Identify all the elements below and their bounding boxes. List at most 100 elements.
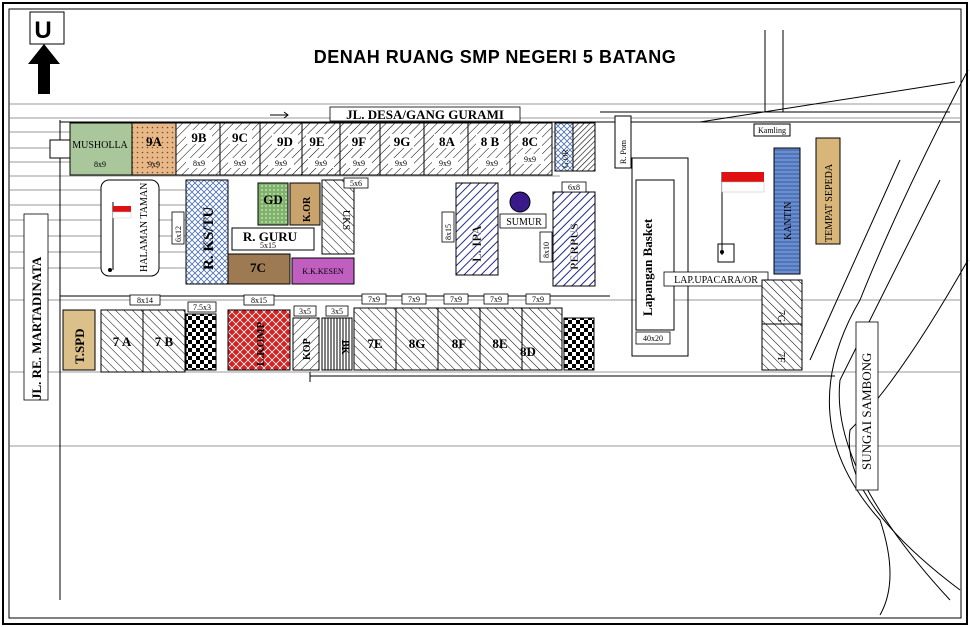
svg-text:TEMPAT SEPEDA: TEMPAT SEPEDA (824, 163, 835, 242)
north-arrow: U (28, 11, 65, 94)
north-arrow-icon (28, 44, 60, 94)
room-lab-komp (227, 309, 291, 371)
svg-text:7F: 7F (775, 352, 786, 363)
room-pom (614, 115, 632, 169)
svg-text:6x8: 6x8 (568, 183, 580, 192)
room-kantin (773, 147, 801, 275)
svg-text:L.KOMP: L.KOMP (255, 321, 267, 366)
svg-text:7 B: 7 B (155, 334, 174, 349)
svg-text:3x5: 3x5 (331, 307, 343, 316)
svg-text:8x10: 8x10 (542, 242, 551, 258)
svg-text:9B: 9B (191, 130, 207, 145)
svg-text:T.SPD: T.SPD (72, 328, 87, 364)
river (809, 69, 969, 616)
svg-text:8 B: 8 B (481, 134, 500, 149)
svg-text:UKS: UKS (340, 210, 351, 230)
svg-text:R. GURU: R. GURU (243, 229, 298, 244)
svg-text:6x12: 6x12 (174, 226, 183, 242)
room-7f (761, 323, 803, 371)
road-left-label: JL. RE. MARTADINATA (29, 256, 44, 400)
svg-text:G.OR: G.OR (561, 148, 570, 168)
svg-text:3x5: 3x5 (299, 307, 311, 316)
svg-text:7x9: 7x9 (490, 295, 502, 304)
room-tspd (62, 309, 96, 371)
road-top-label: JL. DESA/GANG GURAMI (346, 107, 504, 122)
room-7e (353, 307, 397, 371)
svg-text:7 A: 7 A (113, 334, 132, 349)
bike-parking (815, 137, 841, 245)
room-8g (395, 307, 439, 371)
svg-text:5x6: 5x6 (350, 179, 362, 188)
svg-text:9x9: 9x9 (315, 159, 327, 168)
svg-text:9F: 9F (352, 134, 367, 149)
svg-text:MUSHOLLA: MUSHOLLA (72, 140, 128, 151)
wc (185, 313, 217, 371)
svg-text:7x9: 7x9 (368, 295, 380, 304)
svg-text:7x9: 7x9 (408, 295, 420, 304)
room-8f (437, 307, 481, 371)
svg-text:Kamling: Kamling (758, 126, 786, 135)
svg-text:9D: 9D (277, 134, 293, 149)
svg-text:KANTIN: KANTIN (783, 202, 794, 240)
svg-text:8A: 8A (439, 134, 456, 149)
svg-text:9x9: 9x9 (524, 155, 536, 164)
svg-text:9x9: 9x9 (353, 159, 365, 168)
svg-text:9x9: 9x9 (439, 159, 451, 168)
direction-arrow-icon (270, 111, 289, 119)
room-8d (521, 307, 563, 371)
well-icon (509, 191, 531, 213)
upacara-label: LAP.UPACARA/OR (674, 275, 758, 286)
svg-text:9x9: 9x9 (275, 159, 287, 168)
svg-text:8x15: 8x15 (444, 224, 453, 240)
svg-text:9x9: 9x9 (486, 159, 498, 168)
compass-letter: U (34, 17, 51, 44)
svg-text:8x9: 8x9 (94, 160, 106, 169)
top-row: MUSHOLLA 8x9 9A 9x9 9B 8x9 9C 9x9 9D 9x9… (49, 122, 596, 176)
wc-2 (563, 317, 595, 371)
svg-text:K.K.KESEN: K.K.KESEN (302, 267, 344, 276)
svg-text:7.5x3: 7.5x3 (193, 303, 211, 312)
svg-text:9A: 9A (146, 134, 163, 149)
map-inner-frame (8, 8, 962, 619)
svg-text:PERPUS: PERPUS (567, 223, 581, 270)
svg-text:8E: 8E (492, 336, 507, 351)
svg-text:8F: 8F (452, 336, 467, 351)
svg-text:8x14: 8x14 (137, 296, 153, 305)
svg-text:R. Pom: R. Pom (619, 139, 628, 164)
svg-text:7x9: 7x9 (450, 295, 462, 304)
room-9d (259, 122, 303, 176)
room-lab-ipa (455, 182, 499, 276)
svg-text:L. IPA: L. IPA (469, 225, 484, 262)
svg-text:8D: 8D (520, 344, 536, 359)
svg-text:8x9: 8x9 (193, 159, 205, 168)
svg-text:GD: GD (263, 192, 283, 207)
svg-text:5x15: 5x15 (260, 241, 276, 250)
room-store (572, 122, 596, 172)
svg-text:8x15: 8x15 (251, 296, 267, 305)
court-basket (635, 179, 675, 331)
svg-text:HALAMAN TAMAN: HALAMAN TAMAN (139, 183, 150, 272)
svg-text:9E: 9E (309, 134, 324, 149)
svg-text:K.OR: K.OR (302, 196, 313, 222)
svg-text:8C: 8C (522, 134, 538, 149)
room-kor (289, 182, 321, 226)
room-8c (509, 122, 553, 176)
svg-text:7x9: 7x9 (532, 295, 544, 304)
room-uks (321, 179, 355, 255)
room-bk (321, 317, 353, 371)
room-ks-tu (185, 179, 229, 285)
room-7c (227, 253, 291, 285)
flag-icon (113, 206, 131, 212)
svg-text:7E: 7E (367, 336, 382, 351)
garden (100, 179, 160, 277)
svg-text:9x9: 9x9 (234, 159, 246, 168)
svg-text:9x9: 9x9 (148, 160, 160, 169)
room-kesenian (291, 257, 355, 285)
svg-text:40x20: 40x20 (643, 334, 663, 343)
svg-text:7G: 7G (775, 310, 786, 322)
bottom-row: T.SPD 7 A 8x14 7 B 7.5x3 L.KOMP 8x15 KOP… (62, 293, 595, 373)
room-gd (257, 182, 289, 226)
svg-text:KOP: KOP (302, 338, 313, 360)
